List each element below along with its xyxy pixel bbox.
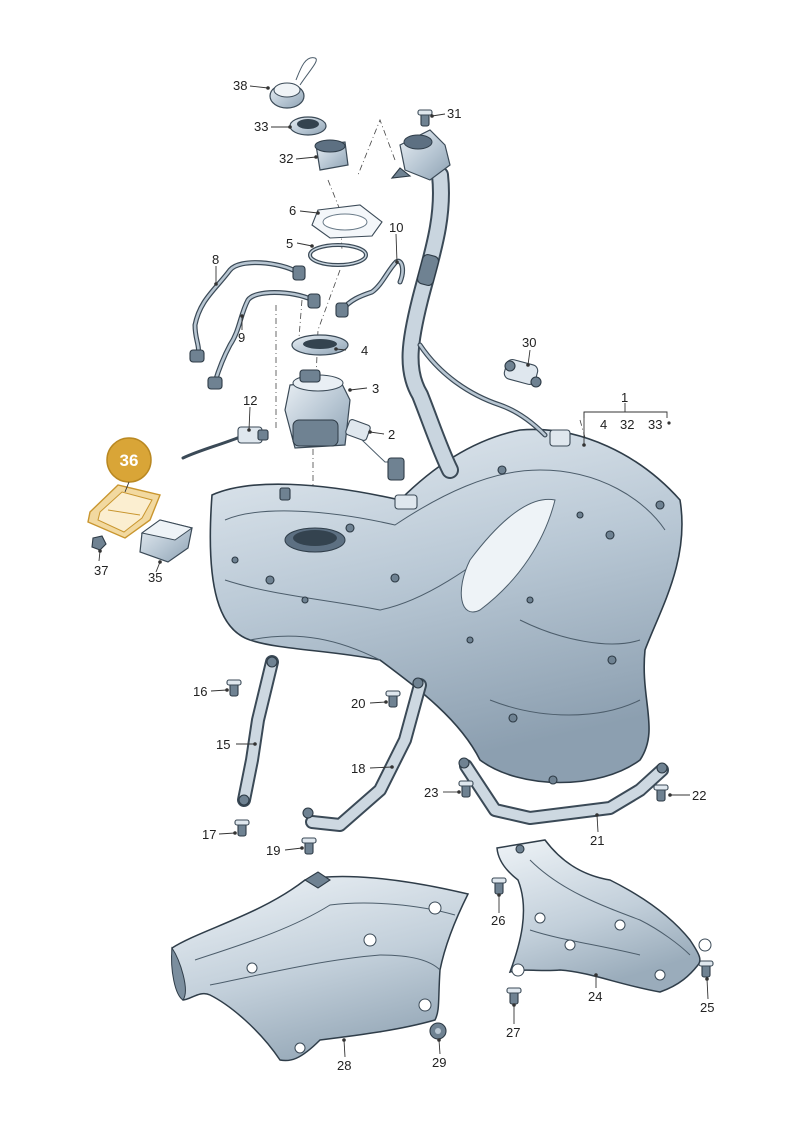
part-2-fuel-pump <box>284 369 351 449</box>
part-28-heat-shield <box>171 871 470 1062</box>
part-25-bolt <box>698 960 714 978</box>
callout-26: 26 <box>491 913 505 928</box>
filler-neck-pipe <box>390 129 548 479</box>
part-36-control-unit-highlighted[interactable] <box>87 484 161 539</box>
callout-labels: 38 33 32 31 6 5 10 8 9 4 3 2 12 30 1 4 3… <box>94 78 714 1073</box>
part-26-bolt <box>491 877 507 895</box>
callout-21: 21 <box>590 833 604 848</box>
callout-1-sub-33: 33 <box>648 417 662 432</box>
callout-2: 3 <box>372 381 379 396</box>
callout-leaders <box>98 85 709 1058</box>
part-4-level-sender <box>345 419 405 481</box>
part-16-bolt <box>226 679 242 697</box>
part-9-hose <box>207 290 321 390</box>
bolts <box>226 679 714 1005</box>
part-6-gasket <box>311 204 383 239</box>
part-23-bolt <box>458 780 474 798</box>
callout-6: 6 <box>289 203 296 218</box>
part-21-strap <box>458 757 669 825</box>
part-22-bolt <box>653 784 669 802</box>
callout-29: 29 <box>432 1055 446 1070</box>
callout-20: 20 <box>351 696 365 711</box>
callout-9: 9 <box>238 330 245 345</box>
part-32-housing <box>314 139 349 171</box>
callout-17: 17 <box>202 827 216 842</box>
part-37-nut <box>91 535 107 551</box>
part-20-bolt <box>385 690 401 708</box>
part-10-hose <box>335 258 406 318</box>
callout-3: 4 <box>361 343 368 358</box>
callout-38: 38 <box>233 78 247 93</box>
callout-27: 27 <box>506 1025 520 1040</box>
callout-19: 19 <box>266 843 280 858</box>
part-38-filler-cap <box>269 57 317 109</box>
part-24-heat-shield <box>496 839 712 993</box>
part-8-hose <box>189 260 306 363</box>
callout-5: 5 <box>286 236 293 251</box>
part-29-nut <box>429 1022 447 1040</box>
callout-10: 10 <box>389 220 403 235</box>
callout-18: 18 <box>351 761 365 776</box>
callout-8: 8 <box>212 252 219 267</box>
fuel-tank <box>209 428 683 785</box>
part-31-screw <box>417 109 433 127</box>
callout-1: 1 <box>621 390 628 405</box>
callout-1-sub-32: 32 <box>620 417 634 432</box>
callout-23: 23 <box>424 785 438 800</box>
callout-31: 31 <box>447 106 461 121</box>
part-33-ring <box>289 116 327 136</box>
callout-4: 2 <box>388 427 395 442</box>
part-36-highlight-label: 36 <box>120 451 139 470</box>
part-12-connector <box>181 426 269 460</box>
part-18-strap <box>302 677 427 832</box>
part-5-seal-ring <box>308 243 368 267</box>
callout-25: 25 <box>700 1000 714 1015</box>
part-35-module <box>139 519 194 563</box>
callout-22: 22 <box>692 788 706 803</box>
part-30-valve <box>503 358 542 388</box>
callout-1-sub-4: 4 <box>600 417 607 432</box>
callout-33: 33 <box>254 119 268 134</box>
callout-32: 32 <box>279 151 293 166</box>
callout-16: 16 <box>193 684 207 699</box>
callout-35: 35 <box>148 570 162 585</box>
part-27-bolt <box>506 987 522 1005</box>
part-15-strap <box>237 655 279 807</box>
part-17-bolt <box>234 819 250 837</box>
callout-24: 24 <box>588 989 602 1004</box>
part-19-bolt <box>301 837 317 855</box>
callout-37: 37 <box>94 563 108 578</box>
callout-30: 30 <box>522 335 536 350</box>
callout-28: 28 <box>337 1058 351 1073</box>
part-3-locking-ring <box>291 334 349 356</box>
callout-12: 12 <box>243 393 257 408</box>
callout-15: 15 <box>216 737 230 752</box>
